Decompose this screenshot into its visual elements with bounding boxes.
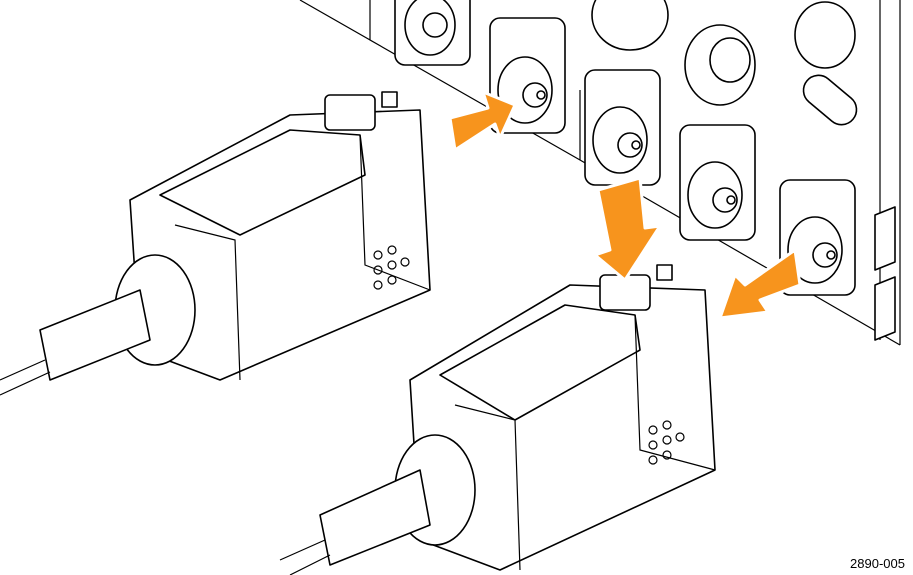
knobs — [591, 0, 858, 126]
arrow-down-icon — [593, 176, 662, 282]
arrow-left-icon — [718, 248, 802, 320]
figure-id-label: 2890-005 — [850, 556, 905, 571]
bnc-connector-4 — [679, 124, 756, 241]
arrow-right-icon — [448, 90, 517, 152]
probe-2 — [279, 264, 716, 575]
probe-1 — [0, 91, 431, 396]
bnc-connector-1 — [394, 0, 471, 66]
bnc-connector-3 — [584, 69, 661, 186]
insertion-arrows — [448, 90, 802, 320]
side-slots — [874, 206, 896, 341]
